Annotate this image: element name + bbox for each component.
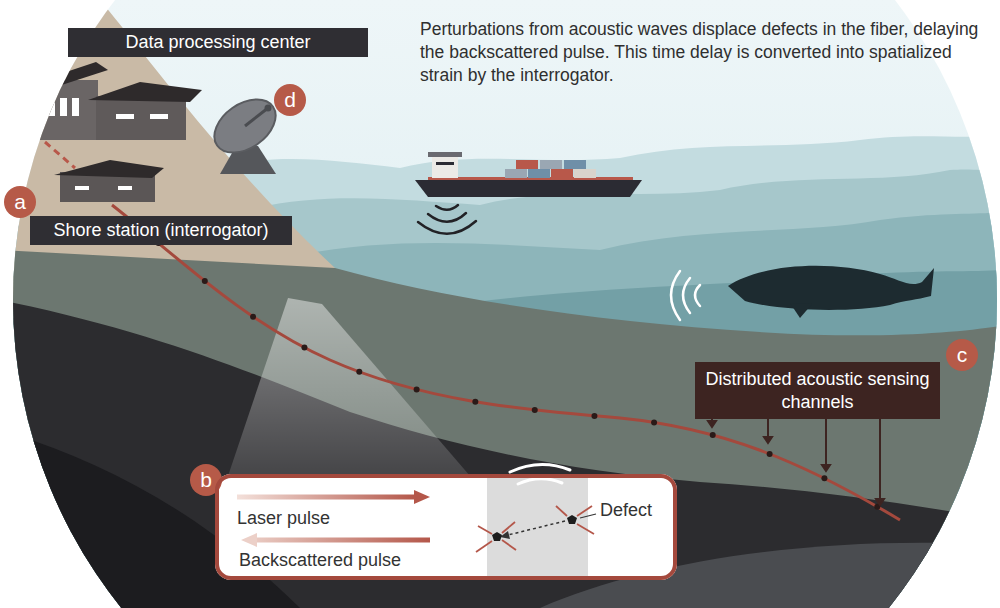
roof: [88, 82, 202, 102]
label-text: Defect: [600, 500, 652, 521]
callout-letter: d: [284, 88, 296, 112]
fiber-inset-panel: Laser pulseBackscattered pulse Defect: [215, 474, 677, 580]
label-text: Shore station (interrogator): [44, 219, 278, 242]
explanatory-note: Perturbations from acoustic waves displa…: [420, 18, 980, 87]
label-text: Distributed acoustic sensing channels: [705, 368, 930, 413]
sensing-point: [472, 399, 478, 405]
seafloor: [0, 250, 1000, 608]
place-label: Shore station (interrogator): [30, 216, 292, 245]
dish-feed: [245, 108, 268, 126]
sensing-point: [250, 314, 256, 320]
das-label-box: Distributed acoustic sensing channels: [695, 362, 940, 419]
window: [75, 186, 89, 190]
sensing-point: [710, 432, 716, 438]
dish-feed: [265, 105, 272, 112]
sea-layer: [0, 169, 1000, 608]
callout-letter: d: [274, 84, 306, 116]
whale-fin: [790, 303, 812, 318]
sensing-point: [202, 278, 208, 284]
data-link: [45, 142, 75, 168]
building: [38, 80, 98, 140]
roof: [30, 62, 108, 92]
container: [528, 169, 550, 178]
window: [72, 98, 79, 116]
container: [516, 160, 538, 169]
sediment-layer: [0, 300, 1000, 608]
ship-sound-waves: [418, 205, 476, 234]
label-text: Backscattered pulse: [239, 550, 401, 571]
fiber-inset: [215, 464, 677, 580]
ship-bridge: [432, 156, 458, 178]
container: [540, 160, 562, 169]
window: [116, 114, 134, 119]
window: [60, 98, 67, 116]
label-text: Laser pulse: [237, 508, 330, 529]
callout-letter: b: [200, 468, 212, 492]
ship-bridge: [428, 152, 462, 157]
channel-arrows: [708, 414, 884, 505]
whale-sound-waves: [671, 271, 700, 320]
place-label: Data processing center: [68, 28, 368, 57]
container: [505, 169, 527, 178]
window: [118, 186, 132, 190]
container: [551, 169, 573, 178]
window: [48, 98, 55, 116]
building: [96, 96, 186, 140]
label-text: Data processing center: [82, 31, 354, 54]
scatter-arrows: [476, 506, 594, 552]
sensing-point: [821, 475, 827, 481]
sensing-point: [767, 451, 773, 457]
callout-letter: c: [957, 343, 968, 367]
whale: [728, 266, 934, 310]
callout-letter: a: [14, 190, 26, 214]
sensing-point: [651, 419, 657, 425]
ship-window: [436, 162, 454, 165]
sensing-point: [532, 407, 538, 413]
callout-letter: a: [4, 186, 36, 218]
sea-layer: [0, 212, 1000, 608]
sensing-point: [356, 369, 362, 375]
roof: [54, 160, 164, 178]
ship-hull: [415, 180, 642, 197]
sensing-point: [414, 386, 420, 392]
container: [564, 160, 586, 169]
callout-letter: c: [946, 339, 978, 371]
sensing-point: [301, 345, 307, 351]
sensing-point: [591, 413, 597, 419]
window: [150, 114, 168, 119]
container: [574, 169, 596, 178]
